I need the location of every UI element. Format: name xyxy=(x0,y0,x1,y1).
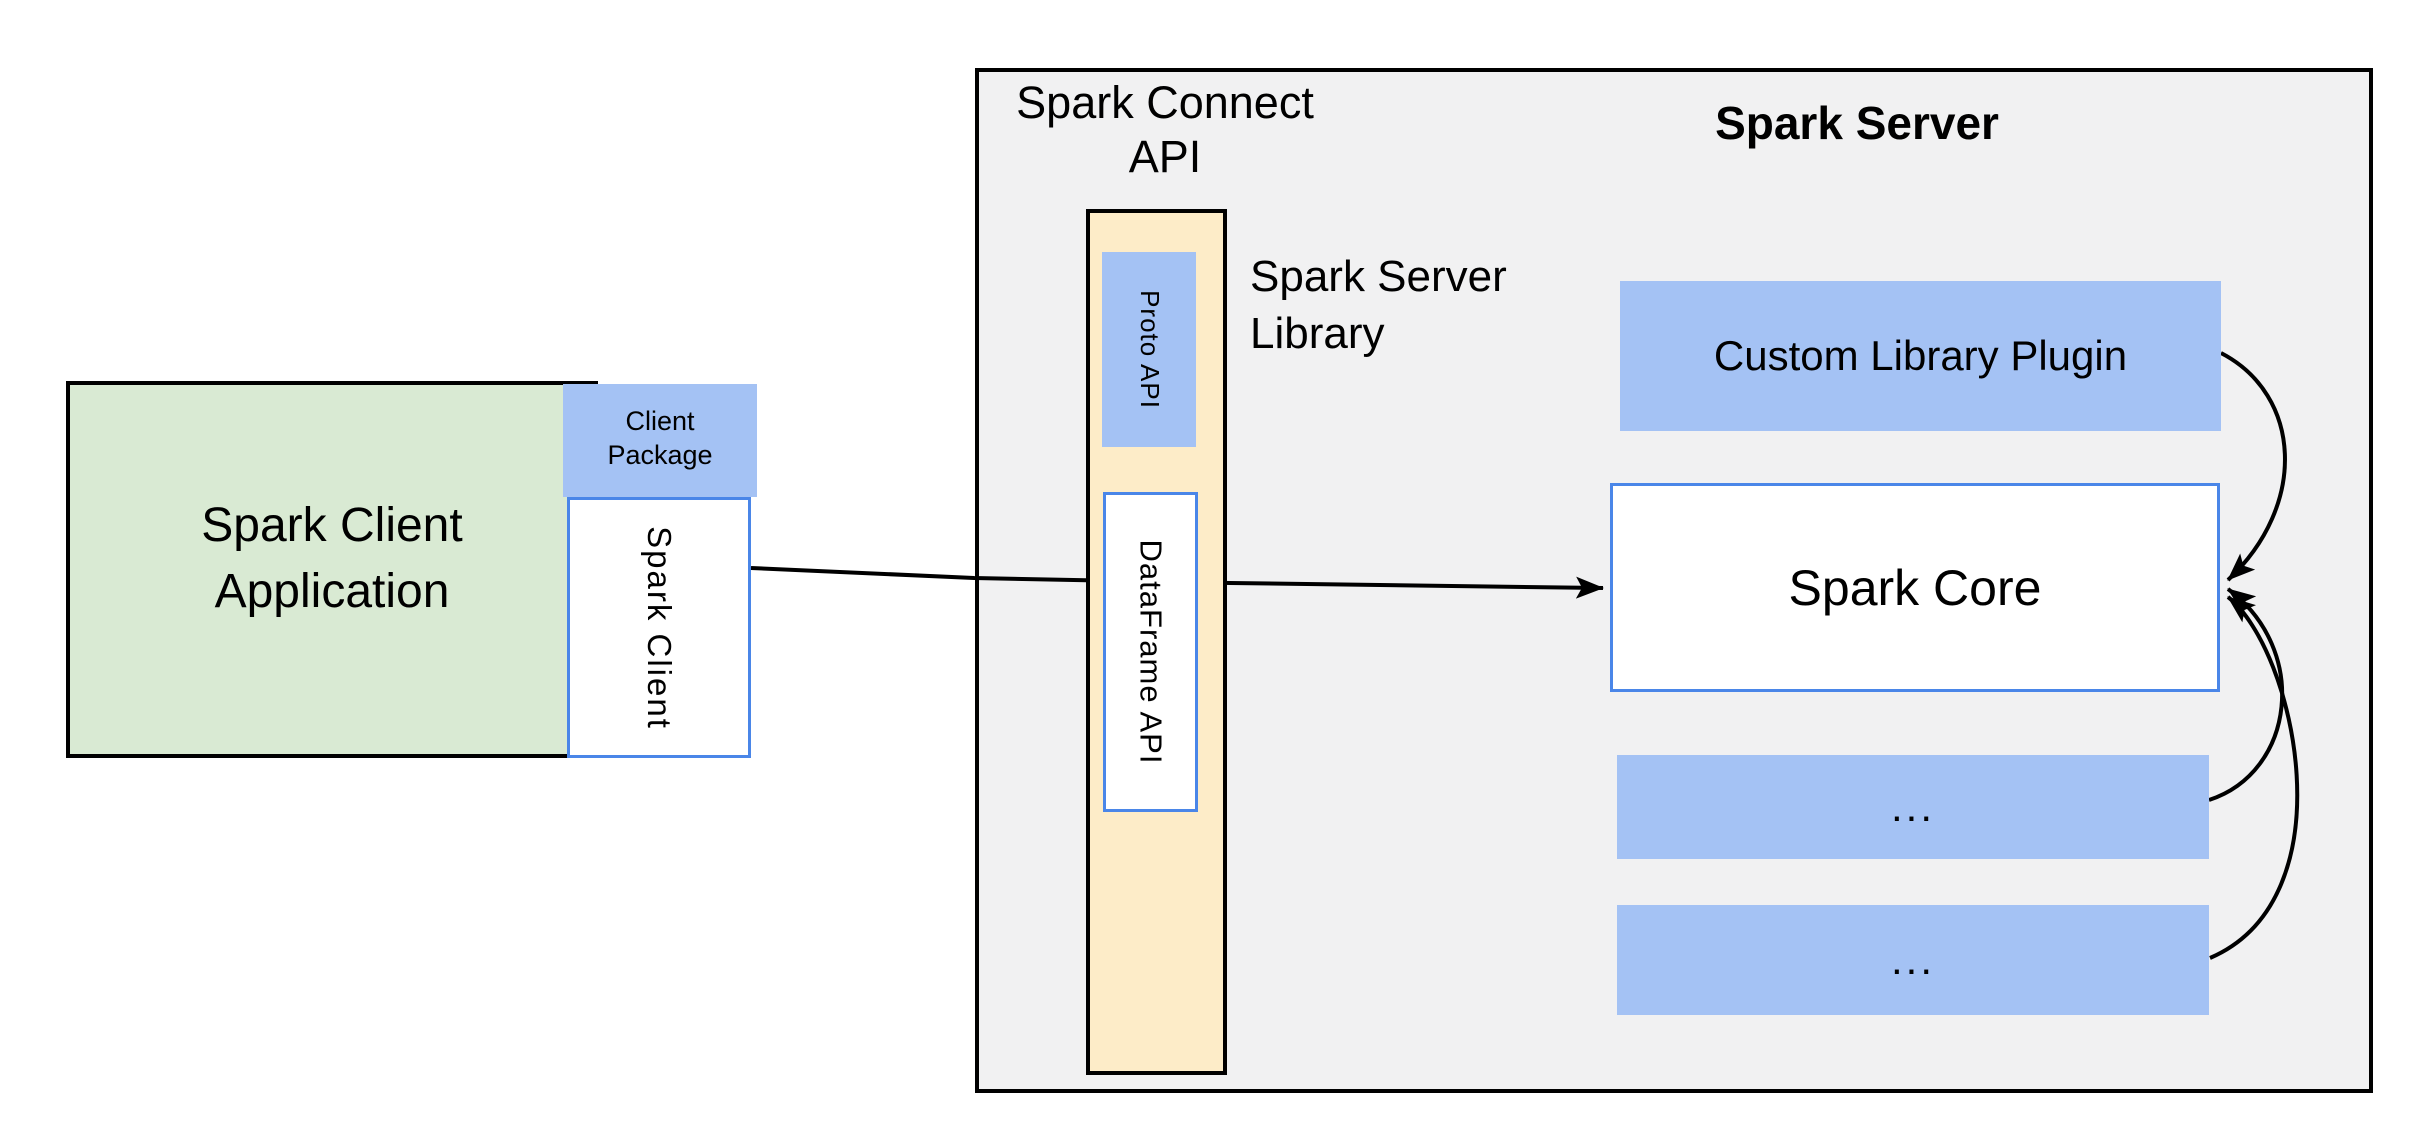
spark-client-box: Spark Client xyxy=(567,497,751,758)
spark-client-application-box xyxy=(66,381,598,758)
spark-server-library-label-line2: Library xyxy=(1250,309,1385,358)
server-module-1-label: ... xyxy=(1890,783,1935,830)
dataframe-api-label: DataFrame API xyxy=(1133,539,1169,765)
proto-api-label: Proto API xyxy=(1134,290,1165,409)
proto-api-box: Proto API xyxy=(1102,252,1196,447)
server-module-box-2: ... xyxy=(1617,905,2209,1015)
client-package-label-line2: Package xyxy=(607,440,713,470)
spark-client-label: Spark Client xyxy=(641,525,678,730)
client-package-box: Client Package xyxy=(563,384,757,497)
proto-api-label-wrap: Proto API xyxy=(1102,252,1196,447)
dataframe-api-label-wrap: DataFrame API xyxy=(1106,495,1195,809)
spark-connect-api-title-line2: API xyxy=(1128,131,1202,182)
client-package-label-line1: Client xyxy=(625,406,695,436)
custom-library-plugin-box: Custom Library Plugin xyxy=(1620,281,2221,431)
dataframe-api-box: DataFrame API xyxy=(1103,492,1198,812)
spark-client-application-label: Spark Client Application xyxy=(66,493,598,625)
spark-server-library-label-line1: Spark Server xyxy=(1250,252,1507,301)
spark-connect-api-title-line1: Spark Connect xyxy=(1016,77,1314,128)
custom-library-plugin-label: Custom Library Plugin xyxy=(1713,332,2128,379)
spark-core-label: Spark Core xyxy=(1788,559,2042,616)
server-module-2-label: ... xyxy=(1890,936,1935,983)
spark-core-box: Spark Core xyxy=(1610,483,2220,692)
spark-server-title: Spark Server xyxy=(1715,97,1999,149)
spark-connect-api-title: Spark Connect API xyxy=(985,76,1345,184)
spark-server-library-label: Spark Server Library xyxy=(1250,248,1580,362)
spark-client-application-label-line2: Application xyxy=(214,565,450,618)
spark-client-application-label-line1: Spark Client xyxy=(201,499,463,552)
server-module-box-1: ... xyxy=(1617,755,2209,859)
